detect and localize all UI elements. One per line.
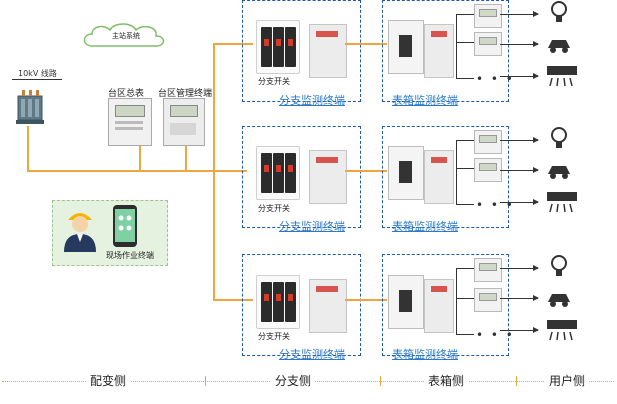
area-terminal-device [163, 98, 205, 146]
worker-panel [52, 200, 168, 266]
user-meter-1a [474, 4, 502, 28]
wire-terminal-drop [185, 144, 187, 172]
switch-label-1: 分支开关 [258, 77, 290, 86]
light-bulb-icon [548, 254, 570, 280]
meter-box-3 [382, 254, 509, 356]
meterbox-monitor-device-2 [424, 150, 454, 204]
meter-box-1 [382, 0, 509, 102]
wire-row-2 [345, 170, 387, 172]
cloud-icon [78, 20, 170, 52]
wire-branch-3 [213, 299, 253, 301]
line-label: 10kV 线路 [18, 69, 57, 78]
meter-feed-1a [456, 14, 474, 15]
wire-transformer-drop [27, 126, 29, 172]
electric-car-icon [544, 162, 574, 180]
arrow-ac-2 [500, 199, 539, 205]
meterbox-monitor-device-1 [424, 24, 454, 78]
branch-terminal-label-2[interactable]: 分支监测终端 [279, 220, 345, 233]
meter-feed-2a [456, 140, 474, 141]
wire-branch-1 [213, 43, 253, 45]
more-meters-1: • • • [476, 72, 515, 86]
wire-row-1 [345, 43, 387, 45]
meter-feed-3 [456, 268, 457, 334]
light-bulb-icon [548, 0, 570, 26]
switch-label-3: 分支开关 [258, 332, 290, 341]
branch-switch-1 [256, 20, 300, 74]
branch-box-3 [242, 254, 361, 356]
branch-terminal-label-1[interactable]: 分支监测终端 [279, 94, 345, 107]
arrow-ac-1 [500, 73, 539, 79]
section-tick-2 [380, 376, 381, 386]
user-meter-2a [474, 130, 502, 154]
meterbox-breaker-2 [388, 146, 424, 200]
meterbox-monitor-device-3 [424, 279, 454, 333]
meter-feed-3c [456, 334, 474, 335]
meter-feed-2c [456, 204, 474, 205]
phone-icon [112, 204, 138, 248]
worker-icon [60, 206, 100, 252]
meter-feed-1 [456, 14, 457, 78]
meter-feed-2 [456, 140, 457, 204]
user-meter-3a [474, 258, 502, 282]
electric-car-icon [544, 290, 574, 308]
arrow-car-3 [500, 295, 539, 301]
branch-switch-3 [256, 275, 300, 329]
wire-main-bus [27, 170, 247, 172]
total-meter-device [108, 98, 152, 146]
meter-feed-1b [456, 42, 474, 43]
user-meter-3b [474, 288, 502, 312]
section-label-branch: 分支侧 [271, 372, 316, 389]
area-terminal-label: 台区管理终端 [158, 89, 213, 99]
section-label-transformer: 配变侧 [86, 372, 131, 389]
box-terminal-label-2[interactable]: 表箱监测终端 [392, 220, 458, 233]
branch-monitor-device-3 [309, 279, 347, 333]
line-conductor [12, 79, 62, 80]
wire-row-3 [345, 299, 387, 301]
meter-box-2 [382, 126, 509, 228]
meter-feed-3b [456, 298, 474, 299]
switch-label-2: 分支开关 [258, 204, 290, 213]
wire-meter-drop [139, 144, 141, 172]
branch-terminal-label-3[interactable]: 分支监测终端 [279, 348, 345, 361]
branch-monitor-device-1 [309, 24, 347, 78]
section-tick-3 [516, 376, 517, 386]
branch-monitor-device-2 [309, 150, 347, 204]
user-meter-1b [474, 32, 502, 56]
air-conditioner-icon [546, 190, 578, 214]
more-meters-3: • • • [476, 328, 515, 342]
cloud-label: 主站系统 [112, 32, 140, 40]
arrow-ac-3 [500, 327, 539, 333]
meter-feed-3a [456, 268, 474, 269]
branch-box-1 [242, 0, 361, 102]
arrow-light-1 [500, 11, 539, 17]
electric-car-icon [544, 36, 574, 54]
air-conditioner-icon [546, 318, 578, 342]
section-label-user: 用户侧 [545, 372, 590, 389]
wire-branch-riser [213, 43, 215, 301]
meterbox-breaker-3 [388, 275, 424, 329]
user-meter-2b [474, 158, 502, 182]
section-label-meterbox: 表箱侧 [424, 372, 469, 389]
arrow-light-2 [500, 137, 539, 143]
box-terminal-label-3[interactable]: 表箱监测终端 [392, 348, 458, 361]
worker-label: 现场作业终端 [106, 251, 154, 260]
light-bulb-icon [548, 126, 570, 152]
branch-box-2 [242, 126, 361, 228]
section-tick-1 [205, 376, 206, 386]
arrow-car-1 [500, 41, 539, 47]
meterbox-breaker-1 [388, 20, 424, 74]
meter-feed-2b [456, 168, 474, 169]
box-terminal-label-1[interactable]: 表箱监测终端 [392, 94, 458, 107]
arrow-car-2 [500, 167, 539, 173]
meter-feed-1c [456, 78, 474, 79]
branch-switch-2 [256, 146, 300, 200]
air-conditioner-icon [546, 64, 578, 88]
arrow-light-3 [500, 265, 539, 271]
more-meters-2: • • • [476, 198, 515, 212]
transformer-icon [12, 88, 48, 126]
total-meter-label: 台区总表 [108, 89, 145, 99]
